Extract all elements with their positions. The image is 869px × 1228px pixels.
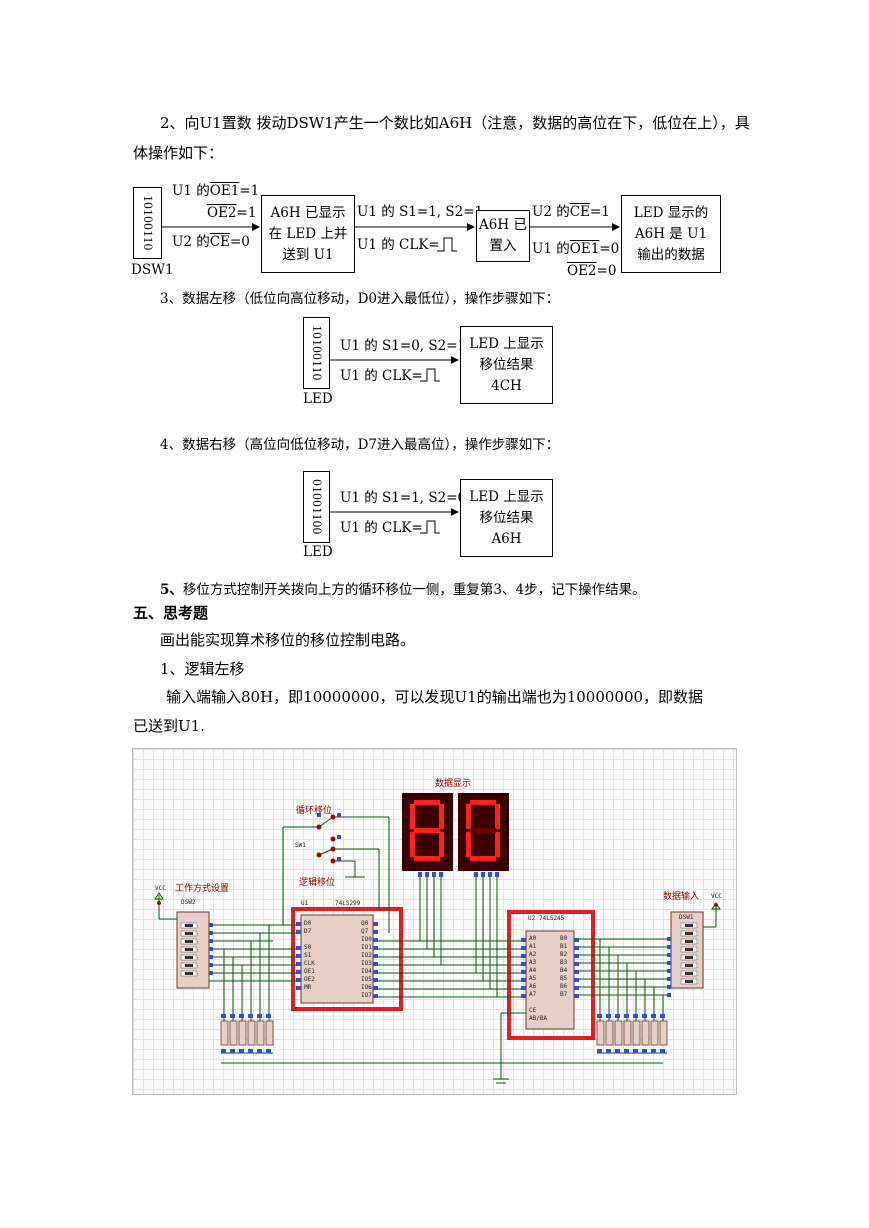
flow-arrows xyxy=(162,223,620,534)
dsw1-label: DSW1 xyxy=(131,262,174,278)
flow3-arrow-top: U1 的 S1=1, S2=0 xyxy=(340,490,467,506)
chip-pin-label: IO0 xyxy=(361,936,372,943)
chip-pin-label: AB/BA xyxy=(529,1015,548,1022)
chip-pin-label: Q7 xyxy=(361,928,369,935)
chip-pin-label: B4 xyxy=(560,967,568,974)
chip-pin-label: A6 xyxy=(529,983,537,990)
u1-part: 74LS299 xyxy=(335,900,361,907)
para-2-line-2: 体操作如下： xyxy=(133,144,224,162)
flow2-bits-box: 10100110 xyxy=(303,317,330,389)
chip-pin-label: IO5 xyxy=(361,976,372,983)
flow1-box-1: A6H 已显示在 LED 上并送到 U1 xyxy=(261,195,355,273)
chip-pin-label: IO6 xyxy=(361,984,372,991)
para-3: 3、数据左移（低位向高位移动，D0进入最低位），操作步骤如下： xyxy=(160,291,560,307)
chip-pin-label: A0 xyxy=(529,935,537,942)
arrow1-bottom: U2 的CE=0 xyxy=(172,234,250,250)
chip-pin-label: A4 xyxy=(529,967,537,974)
arrow1-top-a: U1 的OE1=1 xyxy=(172,183,260,199)
arrow3-bottom-b: OE2=0 xyxy=(567,263,617,279)
chip-pin-label: IO3 xyxy=(361,960,372,967)
chip-pin-label: MR xyxy=(304,984,312,991)
sw1-label: SW1 xyxy=(295,842,306,849)
cycle-shift-label: 循环移位 xyxy=(296,806,333,816)
para-4: 4、数据右移（高位向低位移动，D7进入最高位），操作步骤如下： xyxy=(160,437,560,453)
chip-pin-label: B5 xyxy=(560,975,568,982)
logic-shift-label: 逻辑移位 xyxy=(299,878,336,888)
chip-pin-label: CLK xyxy=(304,960,315,967)
chip-pin-label: B6 xyxy=(560,983,568,990)
chip-pin-label: S1 xyxy=(304,952,312,959)
chip-pin-label: B7 xyxy=(560,991,568,998)
flow3-bits-box: 01001100 xyxy=(303,471,330,543)
circuit-schematic: 数据显示 循环移位 逻辑移位 SW1 VCC 工作方式设置 DSW2 数据输入 … xyxy=(132,748,737,1095)
chip-pin-label: A1 xyxy=(529,943,537,950)
chip-pin-label: D7 xyxy=(304,928,312,935)
chip-pin-label: IO1 xyxy=(361,944,372,951)
chip-pin-label: A5 xyxy=(529,975,537,982)
circuit-wires xyxy=(154,793,721,1084)
vcc-left-label: VCC xyxy=(155,885,166,892)
para-input-line-2: 已送到U1. xyxy=(133,717,205,735)
data-input-label: 数据输入 xyxy=(663,892,700,902)
u1-name: U1 xyxy=(301,900,309,907)
display-label: 数据显示 xyxy=(435,779,472,789)
u2-name: U2 xyxy=(528,915,536,922)
flow3-arrow-bottom: U1 的 CLK= xyxy=(340,520,423,536)
arrow2-bottom: U1 的 CLK= xyxy=(357,237,440,253)
para-5: 5、移位方式控制开关拨向上方的循环移位一侧，重复第3、4步，记下操作结果。 xyxy=(160,582,646,598)
arrow1-top-b: OE2=1 xyxy=(207,205,257,221)
arrow2-top: U1 的 S1=1, S2=1 xyxy=(357,204,484,220)
chip-pin-label: B2 xyxy=(560,951,568,958)
chip-pin-label: IO2 xyxy=(361,952,372,959)
mode-setting-label: 工作方式设置 xyxy=(175,884,230,894)
chip-pin-label: CE xyxy=(529,1007,537,1014)
arrow3-bottom-a: U1 的OE1=0 xyxy=(532,241,620,257)
arrow3-top: U2 的CE=1 xyxy=(532,204,610,220)
chip-pin-label: OE2 xyxy=(304,976,315,983)
section-title: 五、思考题 xyxy=(133,604,209,622)
flow2-arrow-bottom: U1 的 CLK= xyxy=(340,368,423,384)
vcc-right-label: VCC xyxy=(711,893,722,900)
dsw2-label: DSW2 xyxy=(181,899,196,906)
dsw1-schem-label: DSW1 xyxy=(679,914,694,921)
flow1-box-2: A6H 已置入 xyxy=(476,210,530,262)
chip-pin-label: S0 xyxy=(304,944,312,951)
u2-part: 74LS245 xyxy=(539,915,565,922)
flow3-label: LED xyxy=(303,544,333,560)
flow2-arrow-top: U1 的 S1=0, S2=1 xyxy=(340,338,467,354)
chip-pin-label: A2 xyxy=(529,951,537,958)
chip-pin-label: OE1 xyxy=(304,968,315,975)
think-text: 画出能实现算术移位的移位控制电路。 xyxy=(160,631,416,649)
flow2-label: LED xyxy=(303,391,333,407)
chip-pin-label: B3 xyxy=(560,959,568,966)
chip-pin-label: Q0 xyxy=(361,920,369,927)
chip-pin-label: A3 xyxy=(529,959,537,966)
chip-pin-label: IO4 xyxy=(361,968,372,975)
chip-pin-label: B1 xyxy=(560,943,568,950)
chip-pin-label: IO7 xyxy=(361,992,372,999)
chip-pin-label: D0 xyxy=(304,920,312,927)
para-2-line-1: 2、向U1置数 拨动DSW1产生一个数比如A6H（注意，数据的高位在下，低位在上… xyxy=(160,114,750,132)
dsw1-bits-box: 10100110 xyxy=(133,187,162,259)
para-input-line-1: 输入端输入80H，即10000000，可以发现U1的输出端也为10000000，… xyxy=(166,688,704,706)
chip-pin-label: A7 xyxy=(529,991,537,998)
chip-pin-label: B0 xyxy=(560,935,568,942)
item-1: 1、逻辑左移 xyxy=(160,660,245,678)
